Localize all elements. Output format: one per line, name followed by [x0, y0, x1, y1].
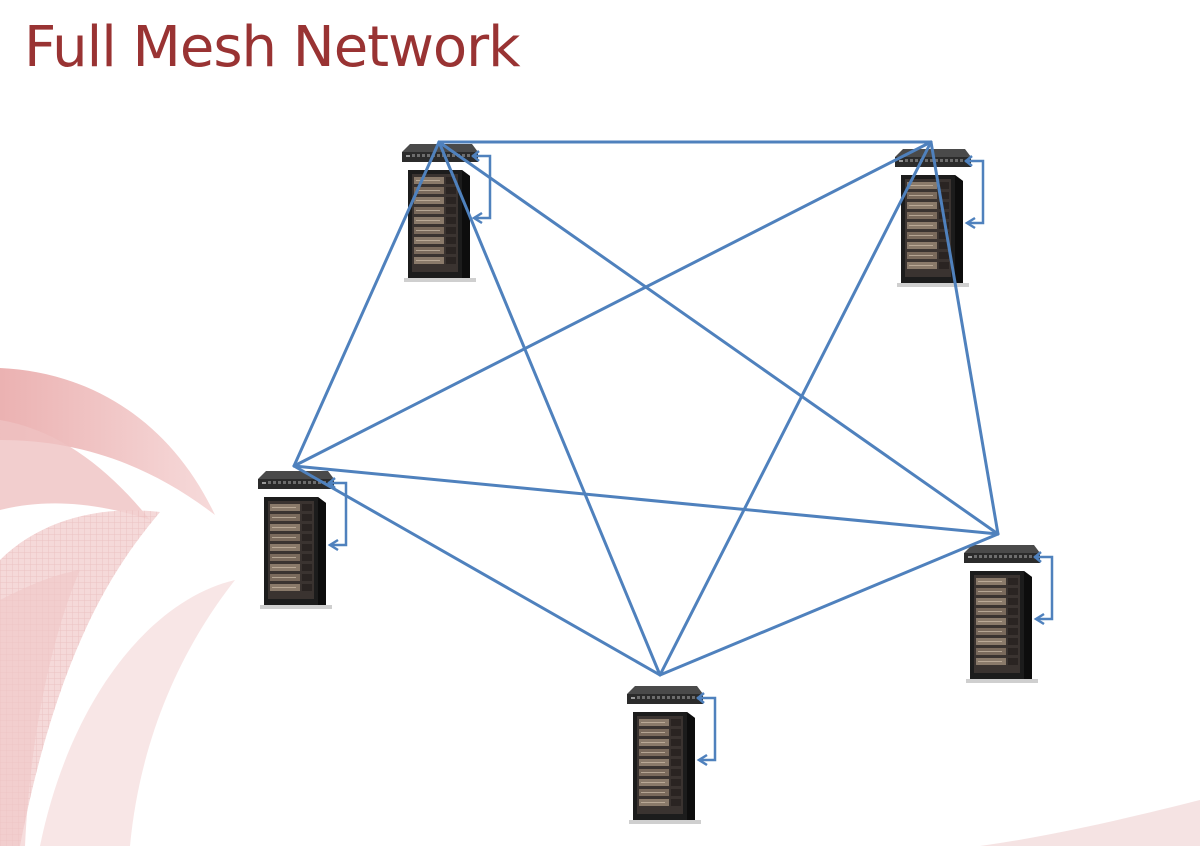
mesh-links [292, 140, 1000, 677]
mesh-link [437, 140, 1000, 536]
rack-server-with-switch-icon [964, 545, 1054, 683]
mesh-link [292, 140, 441, 468]
mesh-link [658, 140, 933, 677]
rack-server-with-switch-icon [402, 144, 492, 282]
mesh-link [292, 464, 662, 677]
mesh-link [929, 140, 1000, 536]
rack-server-with-switch-icon [895, 149, 985, 287]
rack-server-with-switch-icon [627, 686, 717, 824]
mesh-link [292, 464, 1000, 536]
rack-server-with-switch-icon [258, 471, 348, 609]
mesh-link [437, 140, 662, 677]
mesh-link [292, 140, 933, 468]
slide-title: Full Mesh Network [24, 15, 521, 80]
mesh-link [658, 532, 1000, 677]
